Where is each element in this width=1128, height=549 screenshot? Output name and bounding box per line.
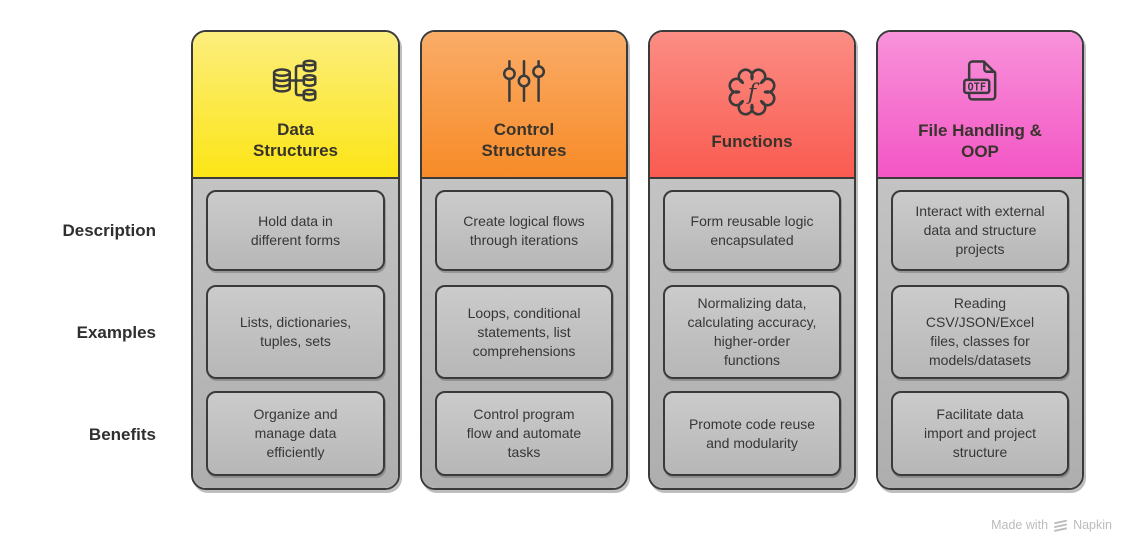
column-header-data-structures: Data Structures bbox=[193, 32, 398, 179]
cell-description: Create logical flows through iterations bbox=[435, 190, 613, 271]
cell-examples: Reading CSV/JSON/Excel files, classes fo… bbox=[891, 285, 1069, 379]
cell-benefits: Facilitate data import and project struc… bbox=[891, 391, 1069, 476]
made-with-text: Made with bbox=[991, 518, 1049, 532]
column-body: Interact with external data and structur… bbox=[878, 179, 1082, 488]
cell-examples: Loops, conditional statements, list comp… bbox=[435, 285, 613, 379]
cell-benefits: Promote code reuse and modularity bbox=[663, 391, 841, 476]
column-data-structures: Data Structures Hold data in different f… bbox=[191, 30, 400, 490]
cell-description: Hold data in different forms bbox=[206, 190, 385, 271]
column-title: File Handling & OOP bbox=[918, 121, 1042, 161]
sliders-icon bbox=[502, 59, 546, 103]
column-body: Hold data in different forms Lists, dict… bbox=[193, 179, 398, 488]
database-tree-icon bbox=[272, 59, 317, 102]
row-label-description: Description bbox=[62, 221, 156, 240]
cell-examples: Normalizing data, calculating accuracy, … bbox=[663, 285, 841, 379]
svg-text:OTF: OTF bbox=[967, 81, 986, 93]
cell-description: Interact with external data and structur… bbox=[891, 190, 1069, 271]
column-functions: f Functions Form reusable logic encapsul… bbox=[648, 30, 856, 490]
column-title: Data Structures bbox=[252, 120, 339, 160]
column-file-handling-oop: OTF File Handling & OOP Interact with ex… bbox=[876, 30, 1084, 490]
cell-benefits: Organize and manage data efficiently bbox=[206, 391, 385, 476]
cell-description: Form reusable logic encapsulated bbox=[663, 190, 841, 271]
column-body: Create logical flows through iterations … bbox=[422, 179, 626, 488]
row-label-examples: Examples bbox=[76, 323, 156, 342]
napkin-brand-text: Napkin bbox=[1073, 518, 1112, 532]
column-title: Functions bbox=[711, 131, 793, 151]
column-body: Form reusable logic encapsulated Normali… bbox=[650, 179, 854, 488]
function-badge-icon: f bbox=[728, 67, 776, 116]
column-control-structures: Control Structures Create logical flows … bbox=[420, 30, 628, 490]
made-with-napkin: Made with Napkin bbox=[991, 518, 1112, 532]
column-title: Control Structures bbox=[481, 120, 567, 160]
column-header-file-handling-oop: OTF File Handling & OOP bbox=[878, 32, 1082, 179]
cell-benefits: Control program flow and automate tasks bbox=[435, 391, 613, 476]
svg-text:f: f bbox=[746, 79, 760, 105]
column-header-control-structures: Control Structures bbox=[422, 32, 626, 179]
napkin-logo-icon bbox=[1054, 519, 1068, 532]
row-label-benefits: Benefits bbox=[88, 425, 156, 444]
otf-file-icon: OTF bbox=[963, 60, 997, 101]
column-header-functions: f Functions bbox=[650, 32, 854, 179]
cell-examples: Lists, dictionaries, tuples, sets bbox=[206, 285, 385, 379]
